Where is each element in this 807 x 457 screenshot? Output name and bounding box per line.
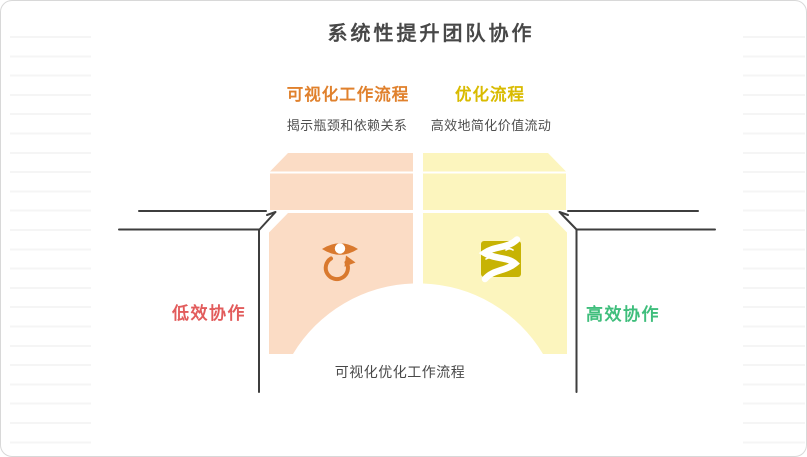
diagram-title: 系统性提升团队协作: [327, 21, 535, 45]
river-path: [478, 236, 521, 283]
right-cliff-lines: [558, 210, 716, 393]
optimize-subtext: 高效地简化价值流动: [430, 119, 552, 134]
left-side-label: 低效协作: [172, 304, 246, 324]
visualize-back-front-face: [270, 173, 413, 210]
optimize-block: [423, 153, 567, 354]
optimize-back-front-face: [423, 173, 566, 210]
river-squiggle-left: [485, 256, 494, 260]
river-squiggle-top: [505, 247, 514, 251]
optimize-back-top-face: [423, 153, 566, 172]
visualize-front-slab: [269, 213, 413, 354]
optimize-heading: 优化流程: [455, 85, 525, 104]
visualize-block: [269, 153, 413, 354]
river-squiggle-bottom: [500, 267, 509, 271]
left-cliff-lines: [118, 210, 277, 393]
eye-cycle-icon: [322, 243, 358, 281]
optimize-front-slab: [423, 213, 567, 354]
eye-pupil: [334, 243, 346, 254]
visualize-heading: 可视化工作流程: [286, 85, 410, 104]
right-cliff-corner-diagonal: [558, 211, 578, 231]
visualize-back-top-face: [270, 153, 413, 172]
left-cliff-corner-diagonal: [258, 211, 277, 231]
visualize-subtext: 揭示瓶颈和依赖关系: [286, 119, 408, 134]
cycle-arrow-head: [344, 255, 356, 267]
bottom-caption: 可视化优化工作流程: [334, 365, 466, 381]
cycle-arrow-arc: [323, 256, 350, 281]
river-flow-icon: [478, 236, 521, 283]
cliff-lines: [118, 210, 716, 393]
right-side-label: 高效协作: [586, 305, 660, 325]
